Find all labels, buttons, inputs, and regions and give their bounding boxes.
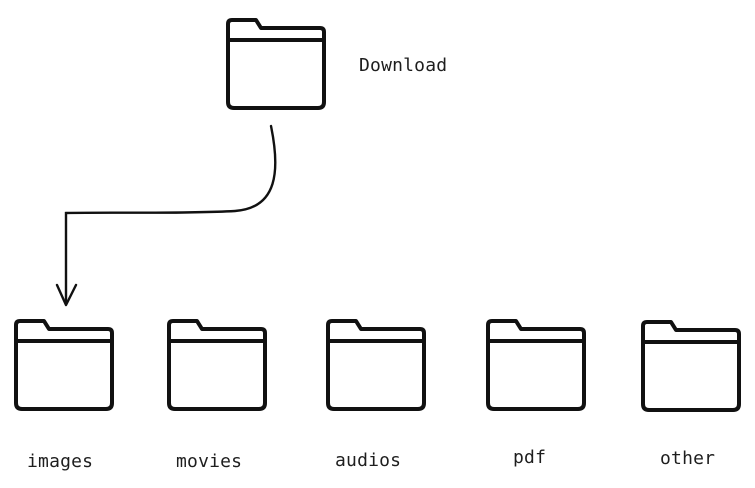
download-label: Download (359, 55, 448, 76)
movies-folder-icon (167, 319, 267, 411)
movies-label: movies (176, 451, 243, 472)
pdf-label: pdf (513, 447, 547, 468)
images-folder-icon (14, 319, 114, 411)
pdf-folder-icon (486, 319, 586, 411)
images-label: images (27, 451, 94, 472)
connector-arrow (64, 124, 277, 305)
arrow-head (55, 283, 78, 307)
audios-label: audios (335, 450, 402, 471)
download-folder-icon (226, 18, 326, 110)
other-folder-icon (641, 320, 741, 412)
other-label: other (660, 448, 716, 469)
audios-folder-icon (326, 319, 426, 411)
